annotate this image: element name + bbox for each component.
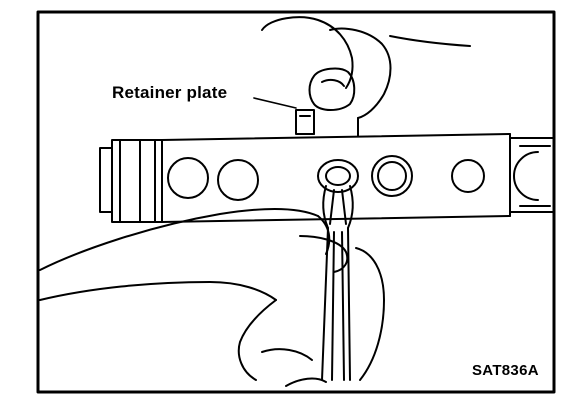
figure-code: SAT836A [472, 362, 539, 379]
callout-leader [253, 97, 297, 109]
valve-body [99, 133, 555, 223]
upper-hand [261, 16, 471, 137]
figure-frame [36, 10, 556, 394]
lower-hand [39, 207, 385, 387]
retainer-plate-label: Retainer plate [112, 83, 228, 102]
retainer-plate [295, 109, 315, 135]
